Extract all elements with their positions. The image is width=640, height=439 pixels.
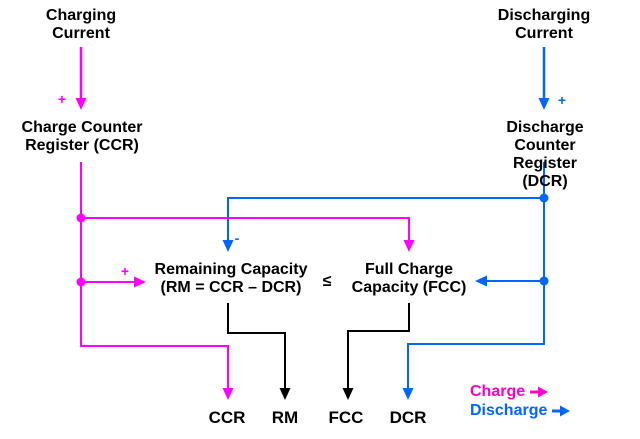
dcr-output-arrowhead-icon: [402, 388, 414, 400]
result-wires: [227, 303, 410, 400]
dcr-subtract-arrowhead-icon: [222, 240, 234, 252]
charge-plus-sign: +: [57, 91, 67, 107]
discharging-current-label: Discharging Current: [497, 7, 591, 42]
rm-output-line: [227, 303, 286, 390]
discharge-counter-register-label: Discharge Counter Register (DCR): [506, 119, 584, 190]
fcc-output-line: [347, 303, 410, 390]
ccr-rm-arrowhead-icon: [134, 276, 146, 288]
dcr-junction-dot: [539, 276, 549, 286]
fcc-output-arrowhead-icon: [342, 388, 354, 400]
legend-charge-label: Charge: [470, 383, 526, 400]
discharge-plus-sign: +: [557, 92, 567, 108]
less-equal-comparator: ≤: [322, 273, 332, 290]
ccr-junction-dot: [76, 277, 86, 287]
charge-wires: [75, 47, 415, 400]
charge-input-arrowhead-icon: [75, 98, 87, 110]
dcr-junction-dot: [539, 193, 549, 203]
ccr-output-line: [80, 162, 229, 390]
full-charge-capacity-label: Full Charge Capacity (FCC): [351, 261, 467, 296]
remaining-capacity-label: Remaining Capacity (RM = CCR – DCR): [154, 261, 308, 296]
dcr-fcc-arrowhead-icon: [475, 275, 487, 287]
charge-counter-register-label: Charge Counter Register (CCR): [21, 119, 143, 154]
legend-discharge-label: Discharge: [470, 402, 548, 419]
output-label-ccr: CCR: [208, 408, 246, 427]
ccr-junction-dot: [76, 213, 86, 223]
ccr-fcc-arrowhead-icon: [403, 240, 415, 252]
subtract-minus-sign: -: [234, 230, 240, 246]
ccr-fcc-line: [81, 217, 410, 241]
right-arrow-icon: [552, 405, 571, 417]
charging-current-label: Charging Current: [45, 7, 117, 42]
output-label-dcr: DCR: [389, 408, 427, 427]
dcr-output-line: [407, 162, 545, 390]
ccr-output-arrowhead-icon: [222, 388, 234, 400]
legend-charge: Charge: [470, 383, 549, 401]
legend-discharge: Discharge: [470, 402, 571, 420]
rm-plus-sign: +: [120, 263, 130, 279]
right-arrow-icon: [530, 386, 549, 398]
discharge-input-arrowhead-icon: [538, 98, 550, 110]
dcr-subtract-line: [227, 197, 544, 241]
discharge-wires: [222, 47, 550, 400]
output-label-fcc: FCC: [328, 408, 364, 427]
rm-output-arrowhead-icon: [279, 388, 291, 400]
output-label-rm: RM: [271, 408, 299, 427]
